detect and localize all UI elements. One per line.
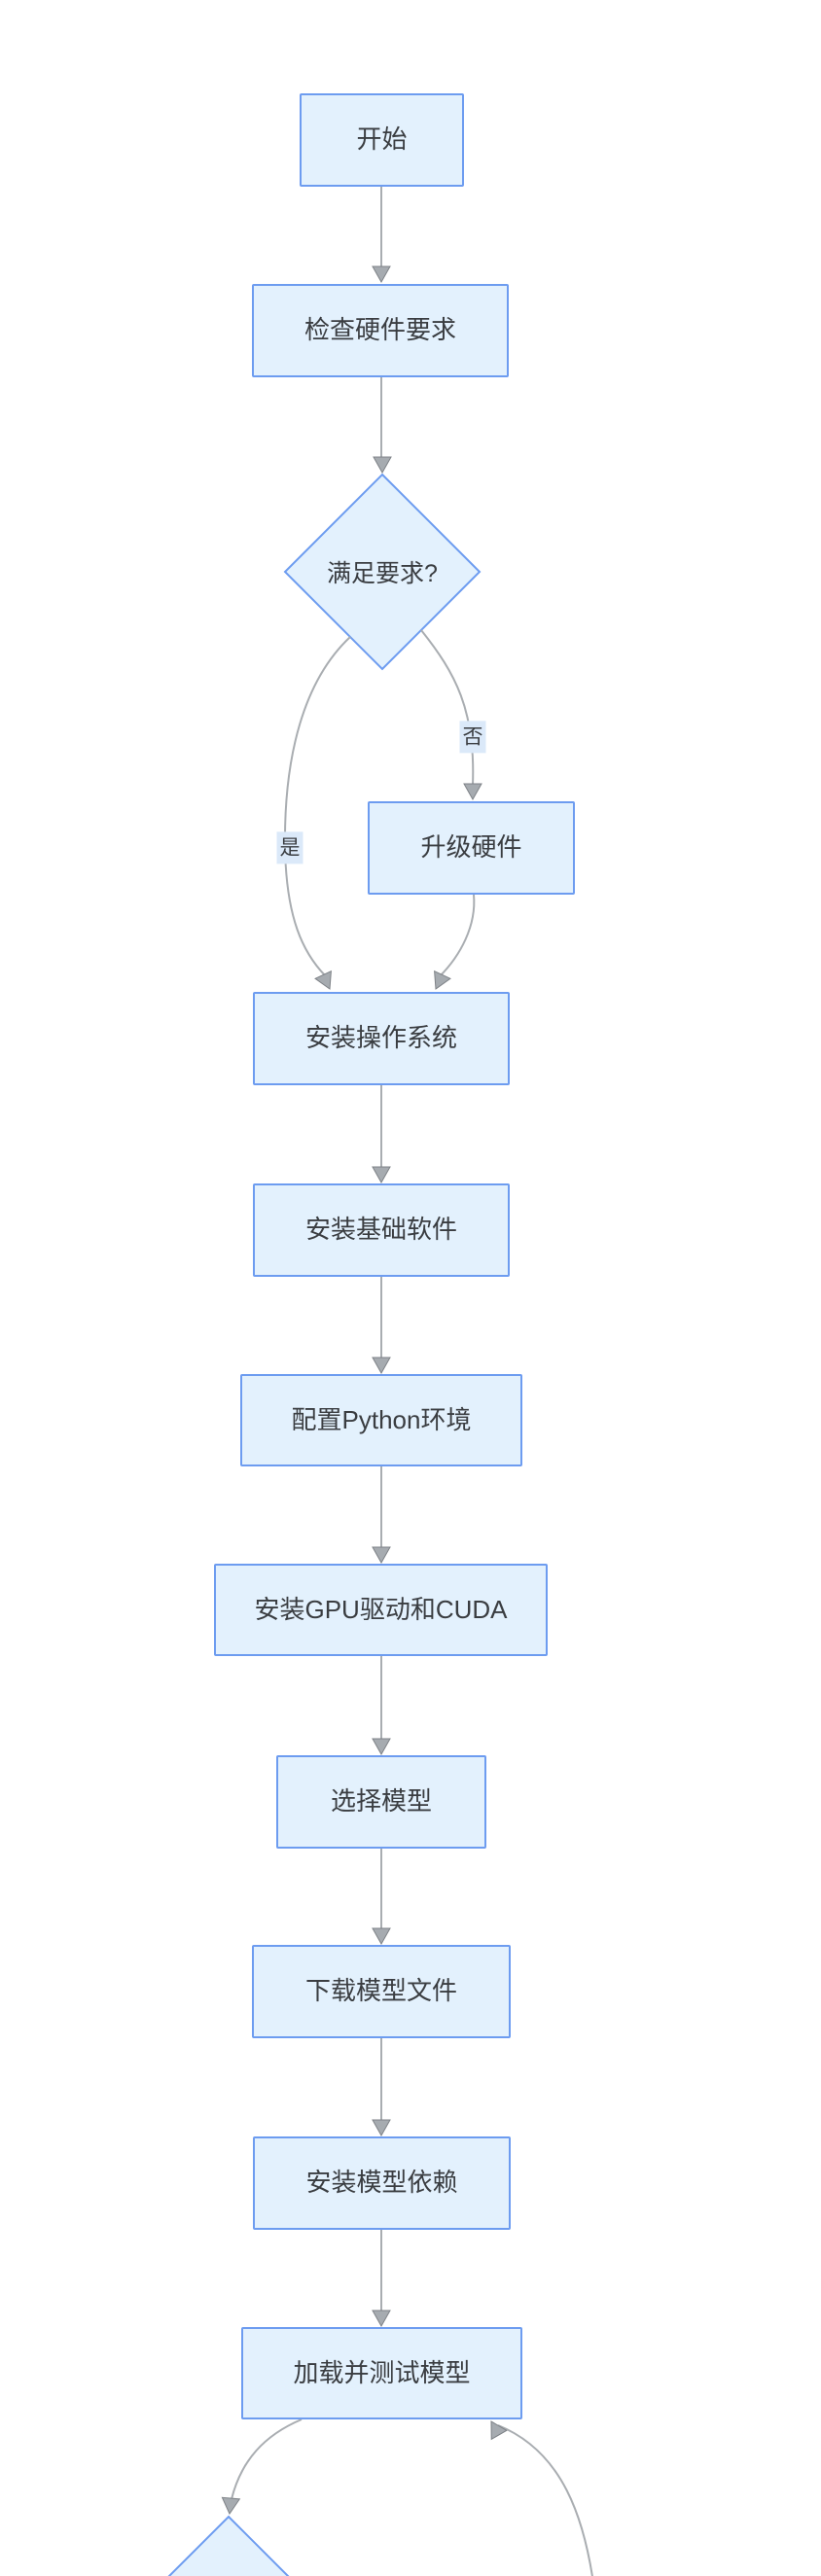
arrowhead-icon [463,783,482,801]
arrowhead-icon [372,1927,391,1946]
arrowhead-icon [372,265,391,284]
arrowhead-icon [373,456,392,475]
node-select-model: 选择模型 [276,1755,486,1849]
edge-load-test-to-bottom-decision [231,2418,303,2500]
node-configure-python: 配置Python环境 [240,1374,522,1466]
edge-loopback-to-load-test [497,2424,593,2576]
arrowhead-icon [434,970,451,990]
arrowhead-icon [372,1738,391,1756]
edge-label-yes: 是 [276,831,303,865]
node-upgrade-hardware: 升级硬件 [368,801,575,895]
arrowhead-icon [490,2420,508,2441]
edge-upgrade-to-install-os [439,894,476,977]
edge-decision-no-to-upgrade [420,629,475,786]
arrowhead-icon [372,2310,391,2328]
arrowhead-icon [372,1166,391,1184]
node-start: 开始 [300,93,464,187]
node-install-base-software: 安装基础软件 [253,1183,510,1277]
node-check-hardware: 检查硬件要求 [252,284,509,377]
node-requirements-decision-shape [283,473,482,671]
arrowhead-icon [372,2119,391,2137]
node-install-model-deps: 安装模型依赖 [253,2136,511,2230]
node-bottom-decision-shape [167,2515,290,2576]
arrowhead-icon [372,1546,391,1565]
node-load-test-model: 加载并测试模型 [241,2327,522,2419]
edge-label-no: 否 [459,721,486,754]
arrowhead-icon [314,970,332,990]
node-download-model-files: 下载模型文件 [252,1945,511,2038]
arrowhead-icon [372,1357,391,1375]
node-install-gpu-cuda: 安装GPU驱动和CUDA [214,1564,548,1656]
arrowhead-icon [221,2496,241,2516]
node-install-os: 安装操作系统 [253,992,510,1085]
edge-decision-yes-to-install-os [283,636,351,976]
